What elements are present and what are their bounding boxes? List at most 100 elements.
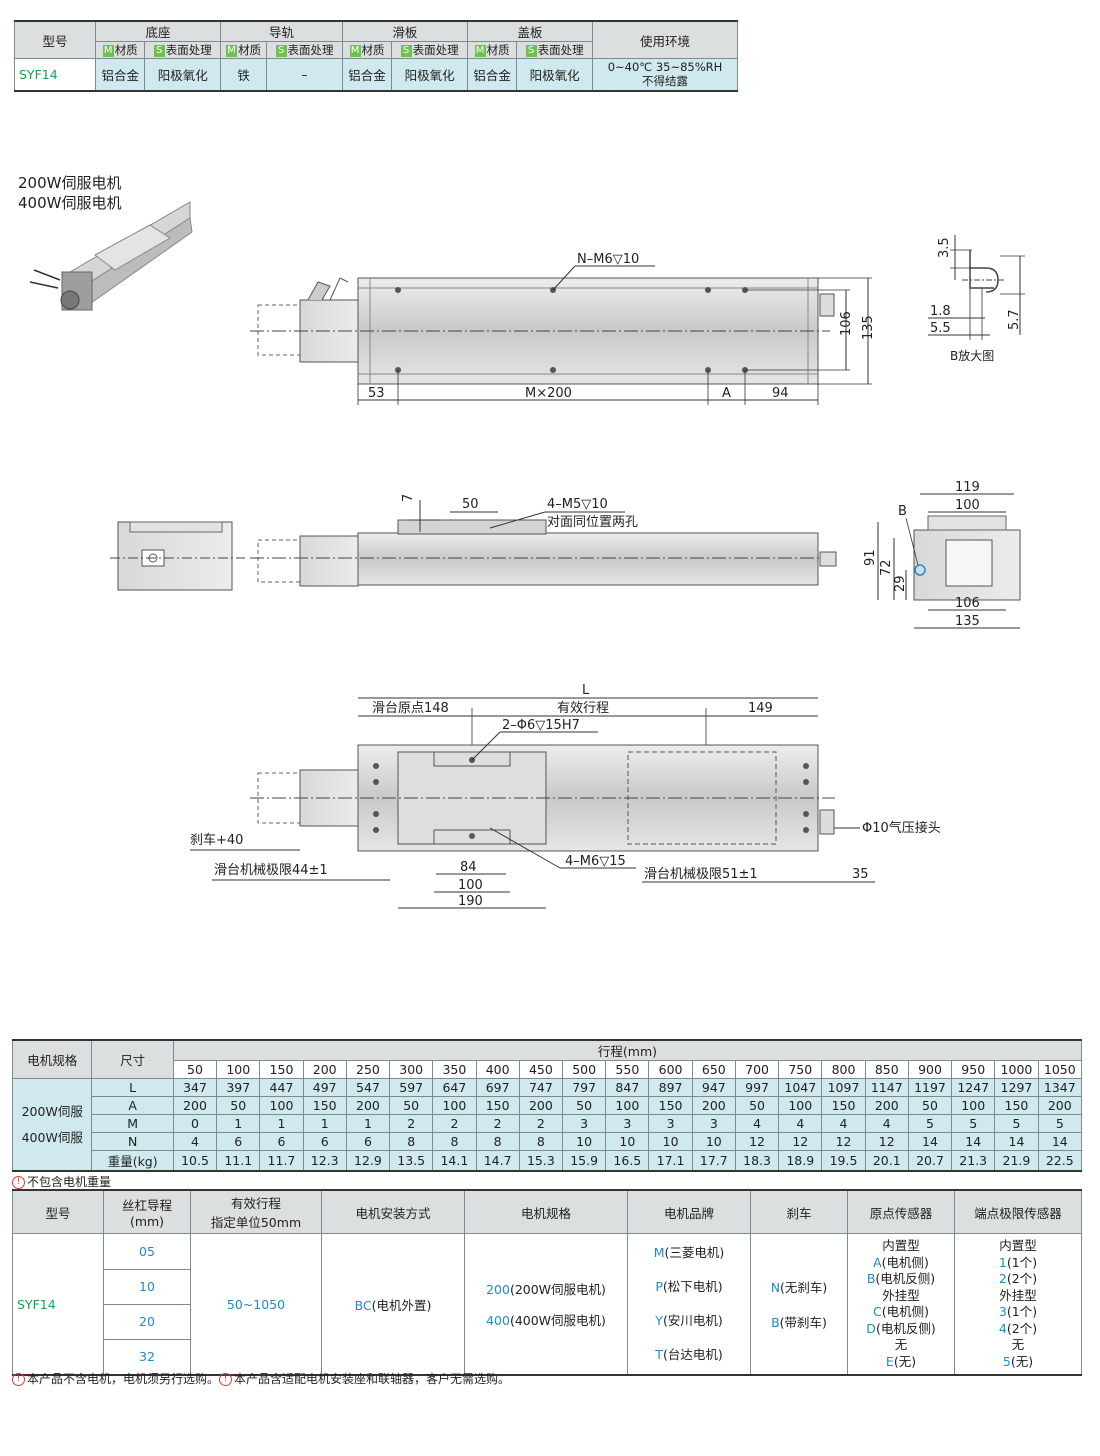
dimension-value: 947 [691, 1078, 736, 1097]
dimension-value: 14 [907, 1132, 953, 1151]
value-cell: 铝合金 [466, 58, 518, 91]
stroke-header-cell: 300 [389, 1060, 434, 1079]
dimension-value: 1 [259, 1114, 304, 1133]
dimension-value: 447 [259, 1078, 304, 1097]
stroke-header-cell: 800 [821, 1060, 866, 1079]
header-cover: 盖板 [466, 20, 594, 42]
dimension-value: 1 [216, 1114, 261, 1133]
dimension-value: 200 [518, 1096, 564, 1115]
dimension-value: 497 [302, 1078, 347, 1097]
stroke-header-cell: 1000 [994, 1060, 1039, 1079]
technical-drawings: 200W伺服电机 400W伺服电机 N–M6▽10 106 [18, 174, 1025, 909]
dimension-value: 50 [907, 1096, 953, 1115]
dimension-value: 14 [951, 1132, 996, 1151]
dimension-value: 8 [432, 1132, 477, 1151]
dimension-value: 1097 [821, 1078, 866, 1097]
dimension-value: 0 [172, 1114, 218, 1133]
dim-149: 149 [748, 701, 773, 716]
dimension-label: 重量(kg) [91, 1150, 174, 1172]
spec-options: 200(200W伺服电机) 400(400W伺服电机) [464, 1233, 628, 1376]
weight-note: !不包含电机重量 [12, 1173, 111, 1190]
dimension-value: 18.9 [778, 1150, 823, 1172]
lead-option: 10 [104, 1270, 190, 1305]
dim-135: 135 [861, 315, 876, 340]
dim-106: 106 [839, 311, 854, 336]
dimension-value: 797 [561, 1078, 607, 1097]
stroke-header-cell: 400 [475, 1060, 520, 1079]
stroke-header-cell: 550 [605, 1060, 650, 1079]
dimension-value: 1297 [994, 1078, 1039, 1097]
dimension-value: 4 [172, 1132, 218, 1151]
stroke-header-cell: 250 [345, 1060, 391, 1079]
order-model: SYF14 [12, 1233, 104, 1376]
header-brand: 电机品牌 [627, 1189, 751, 1234]
lead-option: 20 [104, 1305, 190, 1340]
dimension-value: 6 [259, 1132, 304, 1151]
dimension-value: 21.9 [994, 1150, 1039, 1172]
dimension-value: 22.5 [1037, 1150, 1083, 1172]
header-order-model: 型号 [12, 1189, 104, 1234]
dimension-value: 847 [605, 1078, 650, 1097]
value-cell: 铝合金 [341, 58, 393, 91]
dim-m6-holes: 4–M6▽15 [565, 854, 626, 869]
header-env: 使用环境 [592, 20, 738, 59]
header-model: 型号 [14, 20, 96, 59]
value-cell: – [266, 58, 343, 91]
dim-190: 190 [458, 894, 483, 909]
stroke-header-cell: 50 [172, 1060, 218, 1079]
origin-sensor-options: 内置型 A(电机侧) B(电机反侧) 外挂型 C(电机侧) D(电机反侧) 无 … [847, 1233, 955, 1376]
mount-option: BC(电机外置) [321, 1233, 465, 1376]
dimension-value: 5 [1037, 1114, 1083, 1133]
dimension-value: 5 [994, 1114, 1039, 1133]
model-cell: SYF14 [14, 58, 96, 91]
dimension-value: 200 [691, 1096, 736, 1115]
stroke-range: 50~1050 [190, 1233, 322, 1376]
stroke-header-cell: 650 [691, 1060, 736, 1079]
dimension-value: 150 [821, 1096, 866, 1115]
dimension-value: 150 [475, 1096, 520, 1115]
dimension-value: 1197 [907, 1078, 953, 1097]
motor-label-200w: 200W伺服电机 [18, 174, 121, 192]
motor-label-400w: 400W伺服电机 [18, 194, 121, 212]
dim-100: 100 [955, 498, 980, 513]
dim-n-holes: N–M6▽10 [577, 252, 639, 267]
header-motor-spec-order: 电机规格 [464, 1189, 628, 1234]
dimension-value: 3 [648, 1114, 693, 1133]
dim-29: 29 [893, 575, 908, 592]
dimension-value: 1047 [778, 1078, 823, 1097]
dimension-label: A [91, 1096, 174, 1115]
dim-72: 72 [879, 559, 894, 576]
header-brake: 刹车 [750, 1189, 848, 1234]
product-thumbnail-image [29, 201, 193, 311]
info-icon: ! [12, 1373, 25, 1386]
dimension-value: 17.7 [691, 1150, 736, 1172]
dimension-value: 1247 [951, 1078, 996, 1097]
dimension-value: 8 [389, 1132, 434, 1151]
dimension-value: 2 [389, 1114, 434, 1133]
dim-limit-44: 滑台机械极限44±1 [214, 863, 328, 878]
lead-option: 32 [139, 1349, 155, 1364]
dimension-value: 897 [648, 1078, 693, 1097]
dimension-value: 5 [951, 1114, 996, 1133]
dimension-value: 14.7 [475, 1150, 520, 1172]
dimension-value: 200 [864, 1096, 909, 1115]
dimension-value: 5 [907, 1114, 953, 1133]
dimension-value: 8 [518, 1132, 564, 1151]
dimension-value: 100 [778, 1096, 823, 1115]
dim-84: 84 [460, 860, 477, 875]
stroke-header-cell: 150 [259, 1060, 304, 1079]
dimension-value: 17.1 [648, 1150, 693, 1172]
dimension-value: 3 [561, 1114, 607, 1133]
stroke-header-cell: 950 [951, 1060, 996, 1079]
info-icon: ! [12, 1176, 25, 1189]
